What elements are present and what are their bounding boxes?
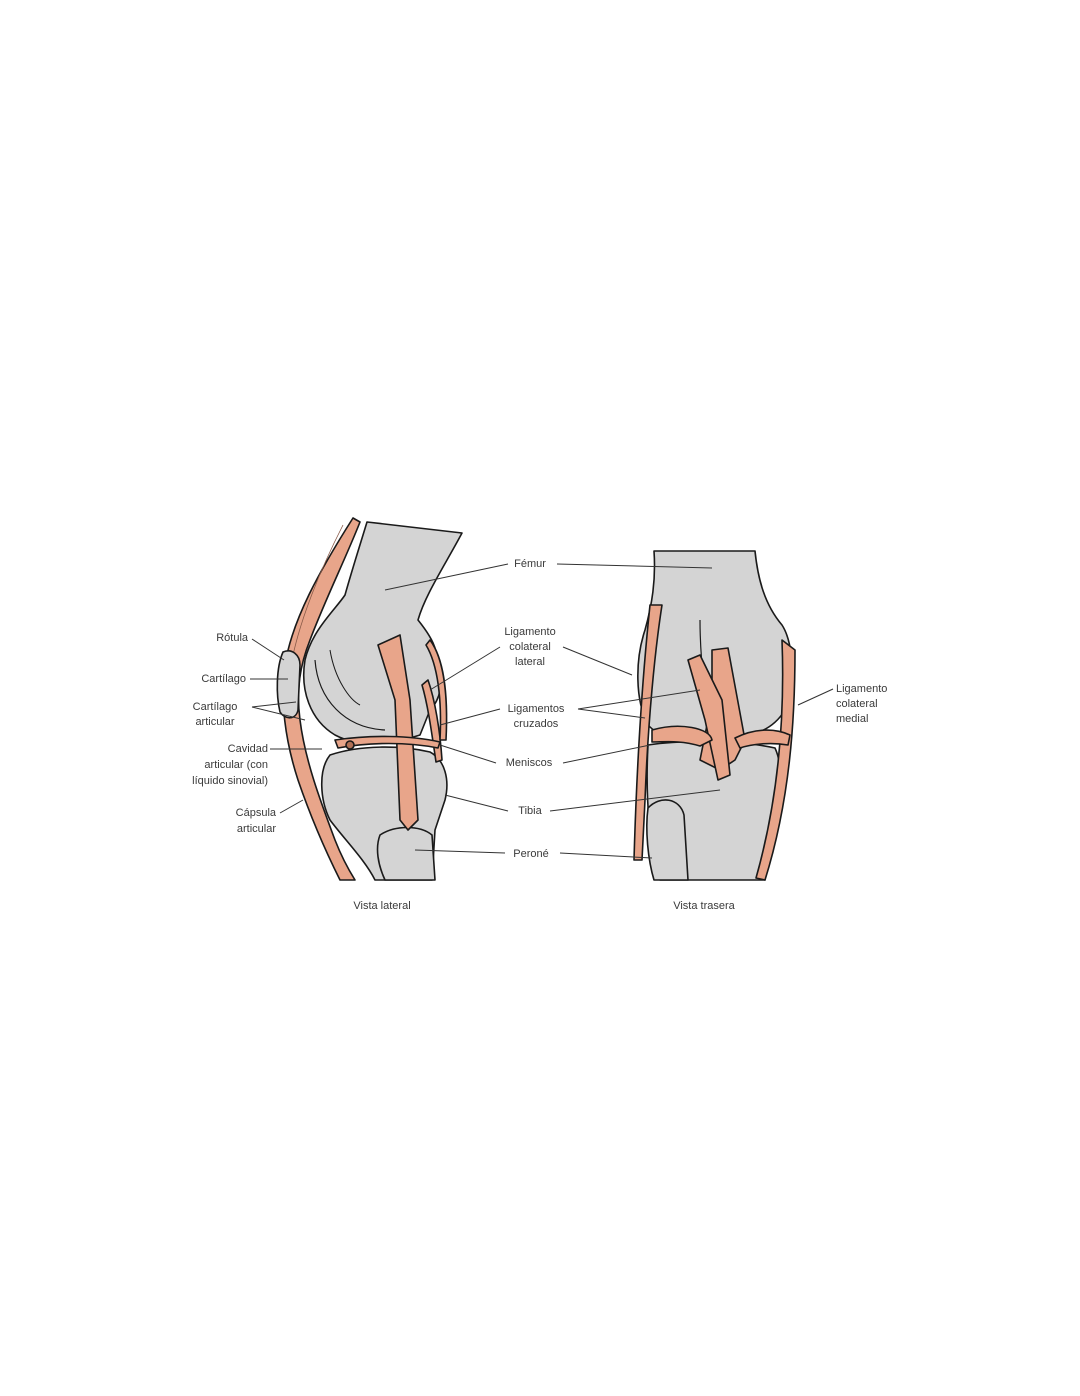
label-lcl-2: colateral — [509, 641, 551, 653]
label-cavidad-2: articular (con — [204, 759, 268, 771]
label-mcl-1: Ligamento — [836, 683, 888, 695]
leader-lines — [250, 563, 834, 859]
label-femur: Fémur — [514, 558, 546, 570]
posterior-view-drawing — [633, 550, 796, 881]
label-capsula-2: articular — [236, 823, 276, 835]
label-cartilago: Cartílago — [201, 673, 246, 685]
label-mcl-3: medial — [836, 713, 869, 725]
label-cruzados-2: cruzados — [513, 718, 559, 730]
label-cartilago-articular-2: articular — [195, 716, 235, 728]
caption-posterior-view: Vista trasera — [673, 900, 735, 912]
label-cruzados-1: Ligamentos — [507, 703, 565, 715]
label-mcl-2: colateral — [836, 698, 878, 710]
label-lcl-3: lateral — [515, 656, 545, 668]
label-cavidad-1: Cavidad — [227, 743, 268, 755]
label-rotula: Rótula — [216, 632, 248, 644]
label-cavidad-3: líquido sinovial) — [192, 775, 268, 787]
label-tibia: Tibia — [518, 805, 542, 817]
label-capsula-1: Cápsula — [235, 807, 276, 819]
caption-lateral-view: Vista lateral — [353, 900, 411, 912]
label-meniscos: Meniscos — [505, 757, 553, 769]
label-cartilago-articular-1: Cartílago — [192, 701, 238, 713]
label-lcl-1: Ligamento — [504, 626, 556, 638]
lateral-view-drawing — [276, 517, 463, 881]
label-perone: Peroné — [513, 848, 549, 860]
